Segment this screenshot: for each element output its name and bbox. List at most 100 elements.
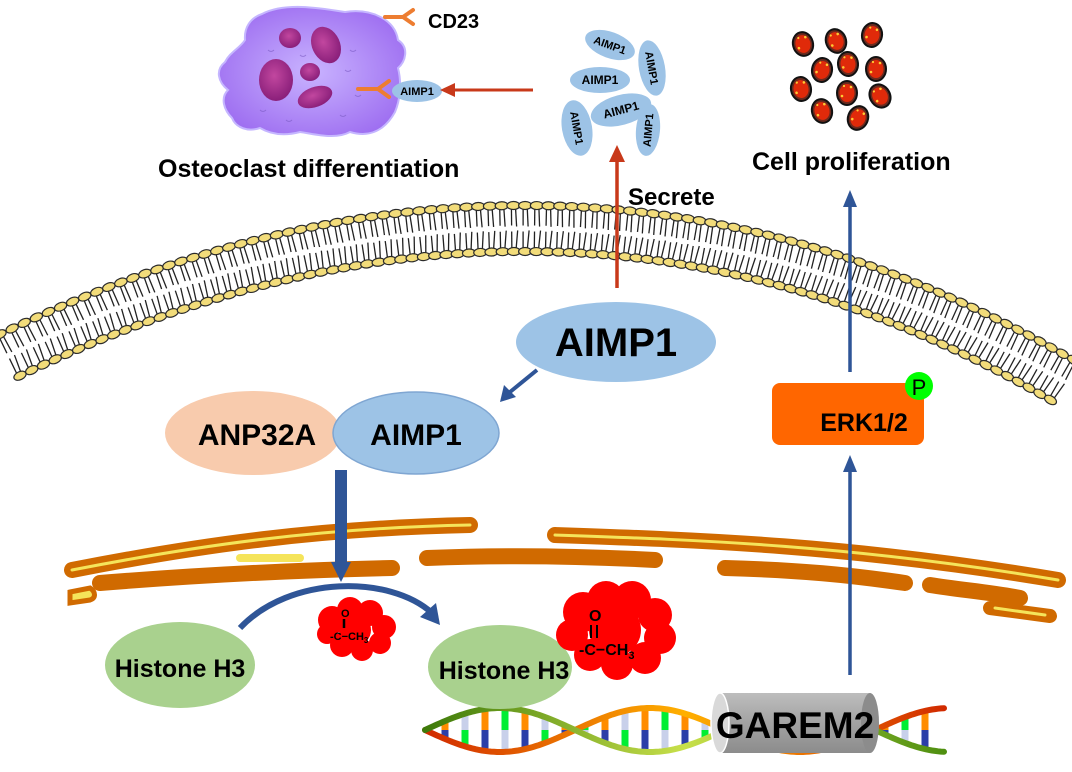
lipid-head	[29, 312, 44, 323]
base-pair	[521, 710, 529, 730]
lipid-head	[317, 219, 332, 230]
arrow-head-icon	[500, 385, 516, 402]
lipid-head	[210, 245, 224, 256]
aimp1-main-label: AIMP1	[555, 321, 677, 365]
lipid-head	[245, 235, 260, 246]
proliferating-cells	[789, 22, 892, 131]
base-pair	[461, 730, 469, 747]
secreted-aimp1-label: AIMP1	[582, 73, 619, 87]
lipid-head	[102, 282, 116, 293]
base-pair	[661, 730, 669, 751]
lipid-head	[423, 205, 439, 215]
lipid-head	[257, 232, 272, 243]
base-pair	[641, 708, 649, 730]
base-pair	[701, 721, 709, 730]
acetylated-histone-h3-node	[428, 625, 572, 709]
histone-h3-node	[105, 622, 255, 708]
lipid-head	[305, 222, 320, 232]
base-pair	[661, 709, 669, 730]
base-pair	[901, 717, 909, 730]
lipid-head	[364, 212, 379, 222]
proliferating-cell	[810, 98, 834, 124]
lipid-head	[222, 242, 236, 252]
secreted-aimp1-cluster: AIMP1 AIMP1 AIMP1 AIMP1 AIMP1 AIMP1	[561, 29, 666, 156]
arrow-head-icon	[440, 83, 455, 97]
base-pair	[541, 730, 549, 743]
lipid-head	[126, 272, 140, 283]
lipid-head	[341, 215, 356, 226]
base-pair	[521, 730, 529, 750]
lipid-head	[53, 301, 68, 312]
acetyl-oxygen: O	[589, 608, 601, 625]
base-pair	[501, 708, 509, 730]
base-pair	[461, 713, 469, 730]
lipid-head	[400, 207, 415, 217]
lipid-head	[471, 201, 486, 212]
lipid-head	[269, 230, 284, 240]
lipid-head	[494, 201, 509, 211]
base-pair	[641, 730, 649, 752]
garem2-label: GAREM2	[716, 705, 874, 746]
acetyl-chain: -C−CH3	[330, 631, 369, 645]
proliferating-cell	[865, 56, 887, 82]
arrow-head-icon	[609, 145, 625, 162]
base-pair	[601, 717, 609, 730]
acetyl-chain: -C−CH3	[579, 642, 634, 662]
lipid-head	[329, 217, 344, 228]
arrow-head-icon	[420, 603, 440, 625]
base-pair	[601, 730, 609, 743]
aimp1-cytoplasmic-node	[516, 302, 716, 382]
nuclear-envelope	[64, 517, 1066, 623]
lipid-head	[412, 206, 427, 216]
acetyl-oxygen: O	[341, 608, 350, 620]
lipid-head	[114, 277, 128, 288]
cd23-aimp1-binding: AIMP1	[356, 79, 442, 102]
secreted-aimp1-label: AIMP1	[642, 51, 660, 86]
lipid-head	[89, 286, 104, 297]
proliferating-cell	[789, 76, 813, 102]
bound-aimp1-node	[392, 80, 442, 102]
cell-membrane	[0, 200, 1072, 406]
lipid-head	[293, 224, 308, 235]
lipid-head	[482, 201, 498, 211]
garem2-gene: GAREM2	[710, 692, 879, 754]
proliferating-cell	[846, 105, 870, 131]
base-pair	[681, 730, 689, 747]
secreted-aimp1-label: AIMP1	[567, 111, 585, 146]
osteoclast-cell	[217, 5, 407, 138]
proliferating-cell	[824, 28, 848, 54]
acetylation-arrow	[237, 583, 435, 631]
proliferating-cell	[860, 22, 884, 48]
lipid-head	[281, 227, 296, 237]
bound-aimp1-label: AIMP1	[400, 86, 434, 98]
lipid-head	[41, 306, 56, 318]
lipid-head	[388, 208, 403, 219]
base-pair	[681, 713, 689, 730]
lipid-head	[174, 256, 188, 267]
lipid-head	[162, 260, 176, 271]
acetyl-group-bound: O -C−CH3	[556, 581, 676, 680]
secreted-aimp1-label: AIMP1	[642, 113, 657, 148]
base-pair	[901, 730, 909, 743]
proliferating-cell	[836, 51, 860, 77]
anp32a-label: ANP32A	[198, 419, 316, 452]
binding-arrow	[508, 368, 539, 394]
aimp1-complex-label: AIMP1	[370, 419, 462, 452]
lipid-head	[1043, 394, 1058, 406]
aimp1-complex-node	[332, 391, 500, 475]
lipid-head	[352, 213, 368, 224]
base-pair	[621, 730, 629, 750]
nucleus	[297, 85, 333, 109]
proliferating-cell	[810, 57, 834, 83]
base-pair	[921, 710, 929, 730]
nucleus	[310, 26, 342, 64]
acetyl-group-free: O -C−CH3	[317, 597, 396, 661]
secrete-label: Secrete	[628, 184, 715, 211]
lipid-head	[529, 200, 544, 211]
arrow-head-icon	[843, 455, 857, 472]
base-pair	[921, 730, 929, 750]
lipid-head	[17, 317, 32, 328]
lipid-head	[65, 296, 80, 307]
base-pair	[501, 730, 509, 752]
